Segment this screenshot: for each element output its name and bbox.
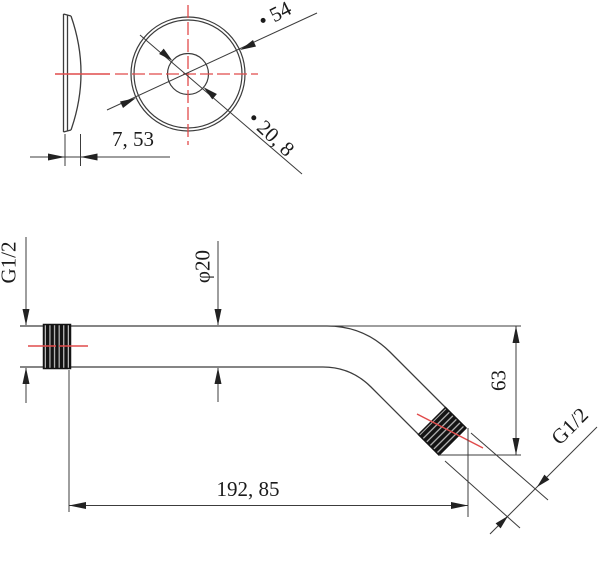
dim-drop-height: 63 bbox=[486, 370, 511, 391]
dim-arm-length: 192, 85 bbox=[216, 477, 280, 501]
flange-side-view bbox=[30, 13, 170, 166]
dim-inlet-thread: G1/2 bbox=[0, 241, 21, 284]
dim-tube-diameter: φ20 bbox=[190, 249, 215, 284]
flange-front-view bbox=[106, 5, 318, 175]
outlet-thread bbox=[417, 406, 468, 457]
arm-profile-view bbox=[20, 237, 598, 535]
dim-flange-thickness: 7, 53 bbox=[112, 127, 154, 151]
